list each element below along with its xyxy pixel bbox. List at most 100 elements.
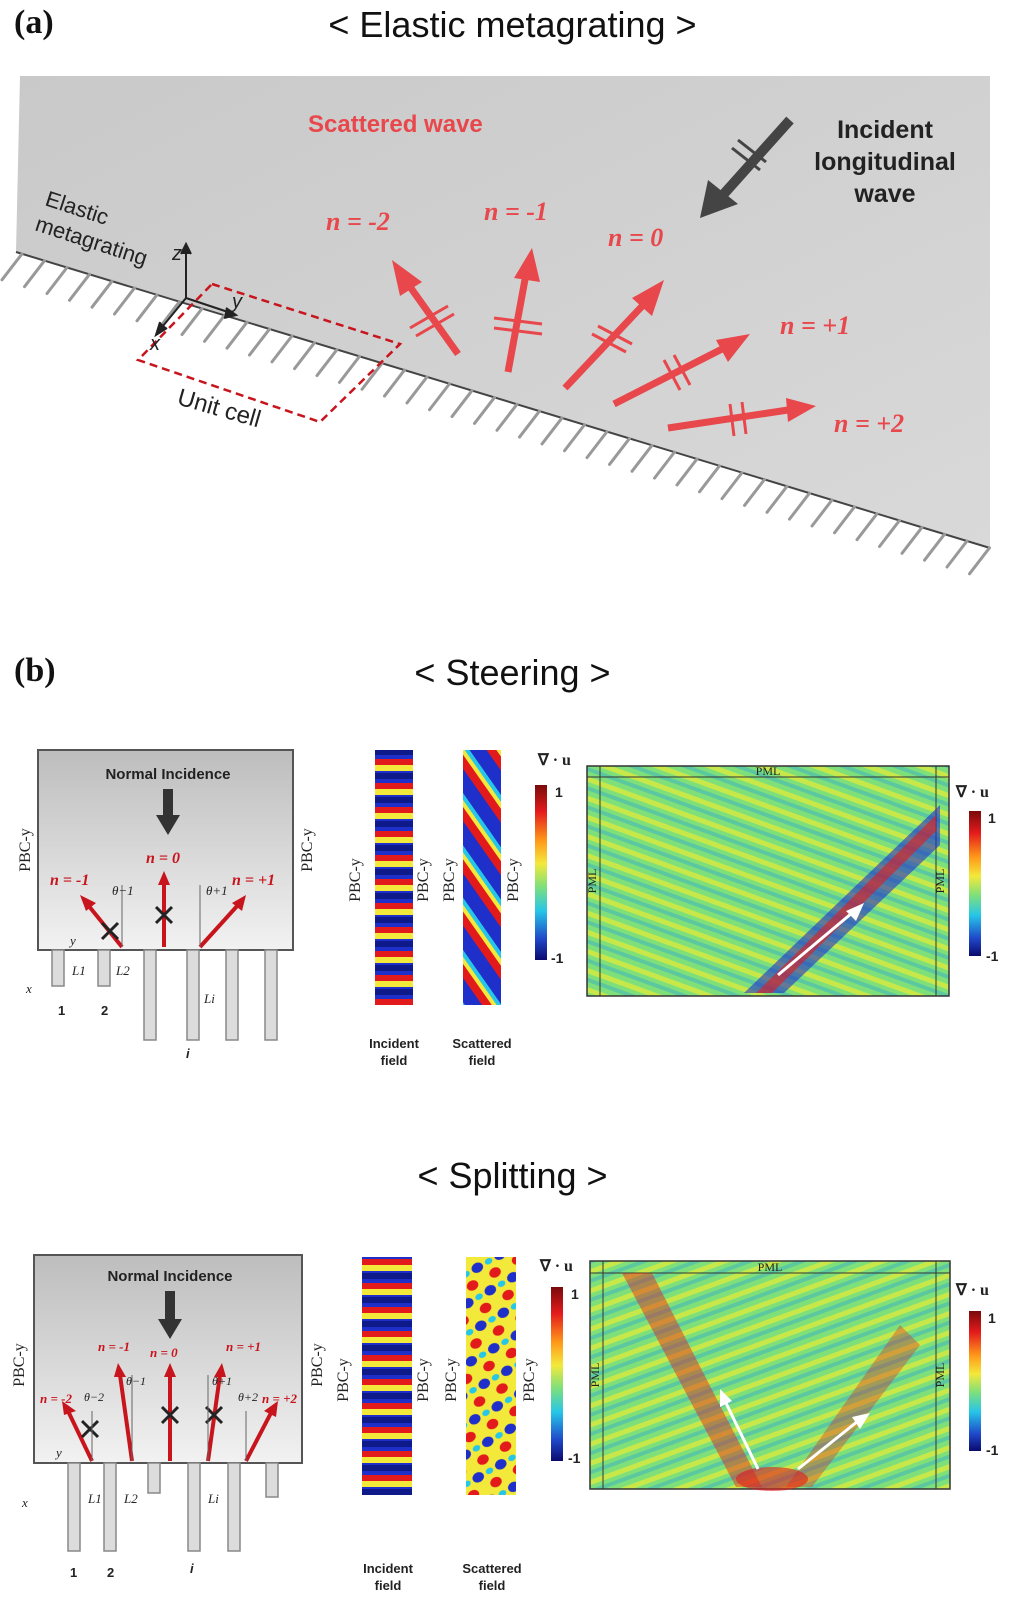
splitting-pml-top: PML [758,1260,783,1274]
splitting-colorbar1-max: 1 [571,1286,579,1302]
steering-order-label-n-plus-1: n = +1 [232,872,275,889]
grating-rod [945,539,969,569]
grating-rod [360,361,384,391]
grating-rod [180,307,204,337]
splitting-order-label-n-minus-1: n = -1 [98,1339,130,1354]
grating-rod [405,375,429,405]
steering-pbc-left: PBC-y [17,828,34,872]
grating-rod [923,532,946,562]
splitting-index-2: 2 [107,1565,114,1580]
grating-rod [675,457,699,487]
order-label-n-plus-1: n = +1 [780,311,850,340]
grating-rod [585,430,609,460]
steering-strip1-pbc-left: PBC-y [347,858,364,902]
steering-colorbar2-min: -1 [986,948,999,964]
steering-angle-guides [121,885,201,947]
splitting-scattered-field-strip [466,1257,516,1495]
splitting-axis-y: y [54,1445,62,1460]
axes-icon [154,241,239,338]
grating-rod [698,464,721,494]
grating-rod [765,484,789,514]
grating-rod [158,300,181,330]
order-arrow-n-plus-1 [612,334,750,408]
panel-b-label: (b) [14,652,56,689]
splitting-scattered-caption-line2: field [479,1578,506,1593]
grating-rod [563,423,586,453]
steering-Li: Li [203,991,215,1006]
grating-rod [68,272,91,302]
steering-strip2-pbc-right: PBC-y [505,858,522,902]
steering-strip2-pbc-left: PBC-y [441,858,458,902]
grating-rod [225,320,249,350]
grating-rod [833,505,856,535]
order-label-n-0: n = 0 [608,223,663,252]
grating-rod [270,334,294,364]
grating-rod [743,477,766,507]
panel-a-label: (a) [14,4,54,41]
splitting-simulation-field [589,1260,951,1491]
steering-axis-y: y [68,933,76,948]
grating-rod [473,395,496,425]
grating-rod [720,471,744,501]
splitting-row: Normal Incidence PBC-y PBC-y n = -1 n = … [11,1254,999,1593]
steering-index-1: 1 [58,1003,65,1018]
splitting-order-label-n-plus-2: n = +2 [262,1391,298,1406]
steering-theta-plus-1: θ+1 [206,883,228,898]
splitting-colorbar2 [969,1311,981,1451]
splitting-theta-plus-1: θ+1 [212,1374,232,1388]
steering-index-2: 2 [101,1003,108,1018]
splitting-pml-right: PML [933,1363,947,1388]
steering-blocked-order-marks [100,905,174,941]
steering-axis-x: x [25,981,32,996]
unit-cell-label: Unit cell [174,384,263,433]
steering-scattered-field-strip [463,750,501,1005]
splitting-normal-incidence-label: Normal Incidence [107,1268,232,1285]
splitting-unit-cell-schematic [33,1254,303,1552]
splitting-order-label-n-plus-1: n = +1 [226,1339,261,1354]
splitting-pml-left: PML [588,1363,602,1388]
incident-arrow [700,116,794,218]
order-arrow-n-minus-1 [493,248,543,373]
steering-scattered-caption-line1: Scattered [452,1036,511,1051]
incident-label-line2: longitudinal [814,148,956,176]
steering-order-label-n-0: n = 0 [146,850,180,867]
grating-rod [968,546,991,576]
steering-scattered-caption-line2: field [469,1053,496,1068]
metagrating-illustration: z y x Elastic metagrating Unit cell Scat… [0,76,991,576]
steering-normal-incidence-label: Normal Incidence [105,766,230,783]
steering-incidence-arrow [156,789,180,835]
splitting-colorbar2-min: -1 [986,1442,999,1458]
splitting-title: < Splitting > [417,1155,608,1196]
grating-rod [540,416,564,446]
steering-simulation-field [586,765,950,997]
splitting-order-label-n-minus-2: n = -2 [40,1391,72,1406]
steering-title: < Steering > [414,652,611,693]
splitting-theta-minus-2: θ−2 [84,1390,104,1404]
grating-rod [315,348,339,378]
grating-rod [338,354,361,384]
splitting-scattered-caption-line1: Scattered [462,1561,521,1576]
steering-order-label-n-minus-1: n = -1 [50,872,89,889]
order-label-n-minus-1: n = -1 [484,197,548,226]
splitting-theta-plus-2: θ+2 [238,1390,258,1404]
grating-rod [203,313,226,343]
grating-rod [810,498,834,528]
splitting-colorbar1-min: -1 [568,1450,581,1466]
steering-theta-minus-1: θ−1 [112,883,134,898]
order-label-n-minus-2: n = -2 [326,207,390,236]
splitting-order-label-n-0: n = 0 [150,1345,178,1360]
steering-colorbar2-title: ∇ · u [955,784,989,801]
steering-colorbar2-max: 1 [988,810,996,826]
splitting-incident-caption-line1: Incident [363,1561,414,1576]
grating-rod [248,327,271,357]
steering-pml-right: PML [933,869,947,894]
steering-incident-field-strip [375,750,413,1005]
steering-incident-caption-line2: field [381,1053,408,1068]
splitting-strip2-pbc-right: PBC-y [521,1358,538,1402]
steering-colorbar1-min: -1 [551,950,564,966]
panel-a-title: < Elastic metagrating > [328,4,697,45]
grating-rod [450,389,474,419]
unit-cell-box [135,282,403,424]
order-arrow-n-0 [562,280,664,391]
grating-rod [855,512,879,542]
